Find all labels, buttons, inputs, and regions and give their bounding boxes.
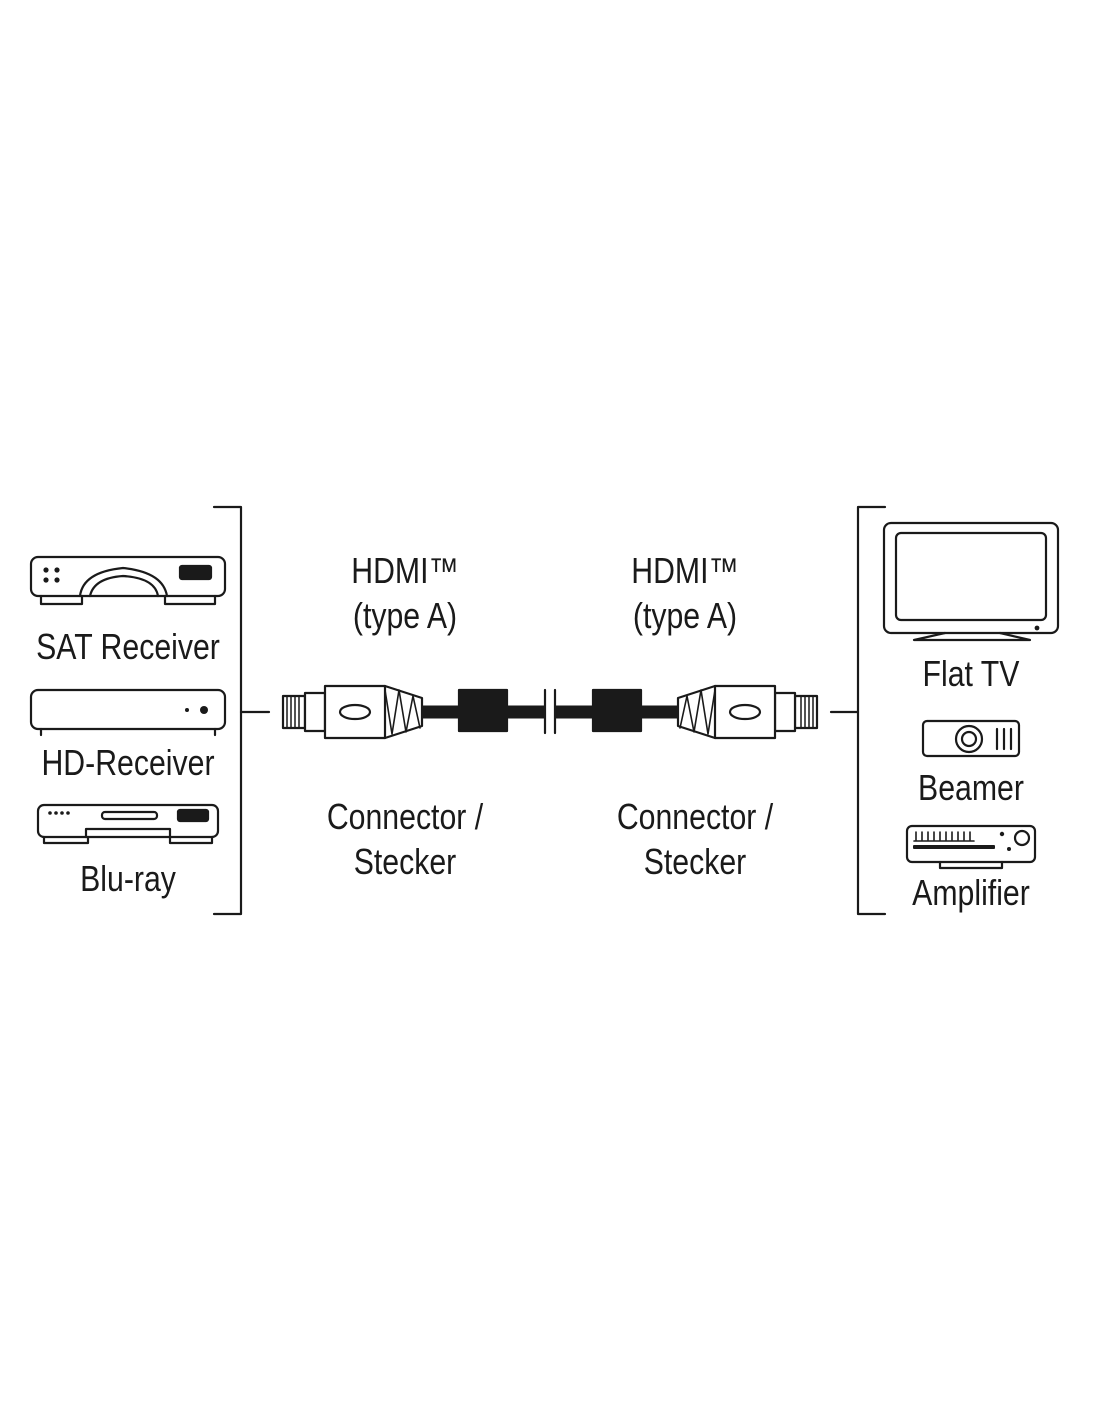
connector-right-name-line1: Connector / — [616, 796, 774, 837]
flat-tv-label: Flat TV — [922, 653, 1020, 694]
hd-receiver-icon — [29, 688, 227, 737]
hdmi-plug-right — [676, 684, 819, 740]
blu-ray-label: Blu-ray — [80, 858, 176, 899]
sat-receiver-label: SAT Receiver — [36, 626, 220, 667]
amplifier-label: Amplifier — [912, 872, 1030, 913]
hdmi-plug-left — [281, 684, 424, 740]
connector-right-name-line2: Stecker — [643, 841, 747, 882]
connector-right-type-line2: (type A) — [632, 595, 738, 636]
beamer-icon — [921, 719, 1021, 758]
flat-tv-icon — [882, 521, 1060, 642]
ferrite-core-left — [457, 688, 509, 733]
sat-receiver-icon — [29, 555, 227, 606]
left-device-bracket — [212, 505, 243, 916]
amplifier-icon — [905, 824, 1037, 870]
connector-left-type-line1: HDMI™ — [351, 550, 459, 591]
hdmi-cable — [420, 688, 681, 735]
connector-right-type-line1: HDMI™ — [631, 550, 739, 591]
connector-left-type-line2: (type A) — [352, 595, 458, 636]
hd-receiver-label: HD-Receiver — [41, 742, 215, 783]
connector-left-name-line2: Stecker — [353, 841, 457, 882]
beamer-label: Beamer — [918, 767, 1024, 808]
blu-ray-player-icon — [36, 803, 220, 845]
ferrite-core-right — [591, 688, 643, 733]
right-device-bracket — [856, 505, 887, 916]
connector-left-name-line1: Connector / — [326, 796, 484, 837]
